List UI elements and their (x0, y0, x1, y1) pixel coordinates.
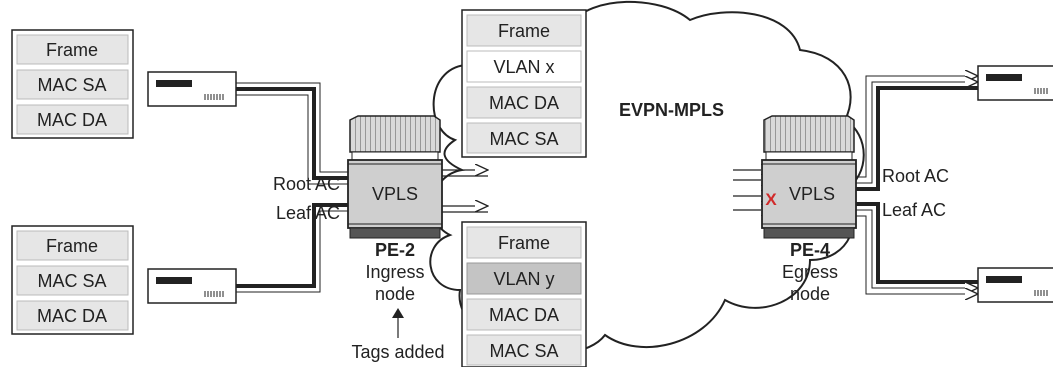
pe4-name-label: PE-4 (790, 240, 830, 260)
frame-cell: Frame (46, 40, 98, 60)
frame-stack-center-bottom: Frame VLAN y MAC DA MAC SA (461, 221, 587, 367)
frame-stack-left-top: Frame MAC SA MAC DA (11, 29, 134, 139)
frame-cell: Frame (498, 21, 550, 41)
mac-sa-cell: MAC SA (489, 129, 558, 149)
pe4-router: VPLS X (761, 115, 857, 239)
mac-sa-cell: MAC SA (489, 341, 558, 361)
ce-device-right-bottom (977, 267, 1053, 303)
pe2-root-ac-label: Root AC (273, 174, 340, 194)
frame-cell: Frame (46, 236, 98, 256)
pe2-outbound-arrows (440, 170, 488, 213)
mac-da-cell: MAC DA (37, 110, 107, 130)
pe4-role-line1: Egress (782, 262, 838, 282)
pe4-root-ac-label: Root AC (882, 166, 949, 186)
ce-device-right-top (977, 65, 1053, 101)
pe2-name-label: PE-2 (375, 240, 415, 260)
ce-device-left-bottom (147, 268, 237, 304)
pe4-vpls-label: VPLS (789, 184, 835, 204)
mac-da-cell: MAC DA (489, 93, 559, 113)
mac-da-cell: MAC DA (489, 305, 559, 325)
ce-device-left-top (147, 71, 237, 107)
vlan-tag-cell: VLAN x (493, 57, 554, 77)
pe2-leaf-ac-label: Leaf AC (276, 203, 340, 223)
frame-cell: Frame (498, 233, 550, 253)
frame-stack-center-top: Frame VLAN x MAC DA MAC SA (461, 9, 587, 158)
mac-sa-cell: MAC SA (37, 271, 106, 291)
pe4-access-links (852, 76, 978, 294)
tags-added-label: Tags added (351, 342, 444, 362)
blocked-x-icon: X (765, 190, 777, 209)
pe2-role-line1: Ingress (365, 262, 424, 282)
pe2-vpls-label: VPLS (372, 184, 418, 204)
pe4-leaf-ac-label: Leaf AC (882, 200, 946, 220)
mac-da-cell: MAC DA (37, 306, 107, 326)
cloud-label: EVPN-MPLS (619, 100, 724, 120)
vlan-tag-cell: VLAN y (493, 269, 554, 289)
mac-sa-cell: MAC SA (37, 75, 106, 95)
tags-added-arrow (392, 308, 404, 338)
pe4-role-line2: node (790, 284, 830, 304)
frame-stack-left-bottom: Frame MAC SA MAC DA (11, 225, 134, 335)
pe2-role-line2: node (375, 284, 415, 304)
pe2-router: VPLS (347, 115, 443, 239)
pe2-access-links (236, 82, 352, 293)
